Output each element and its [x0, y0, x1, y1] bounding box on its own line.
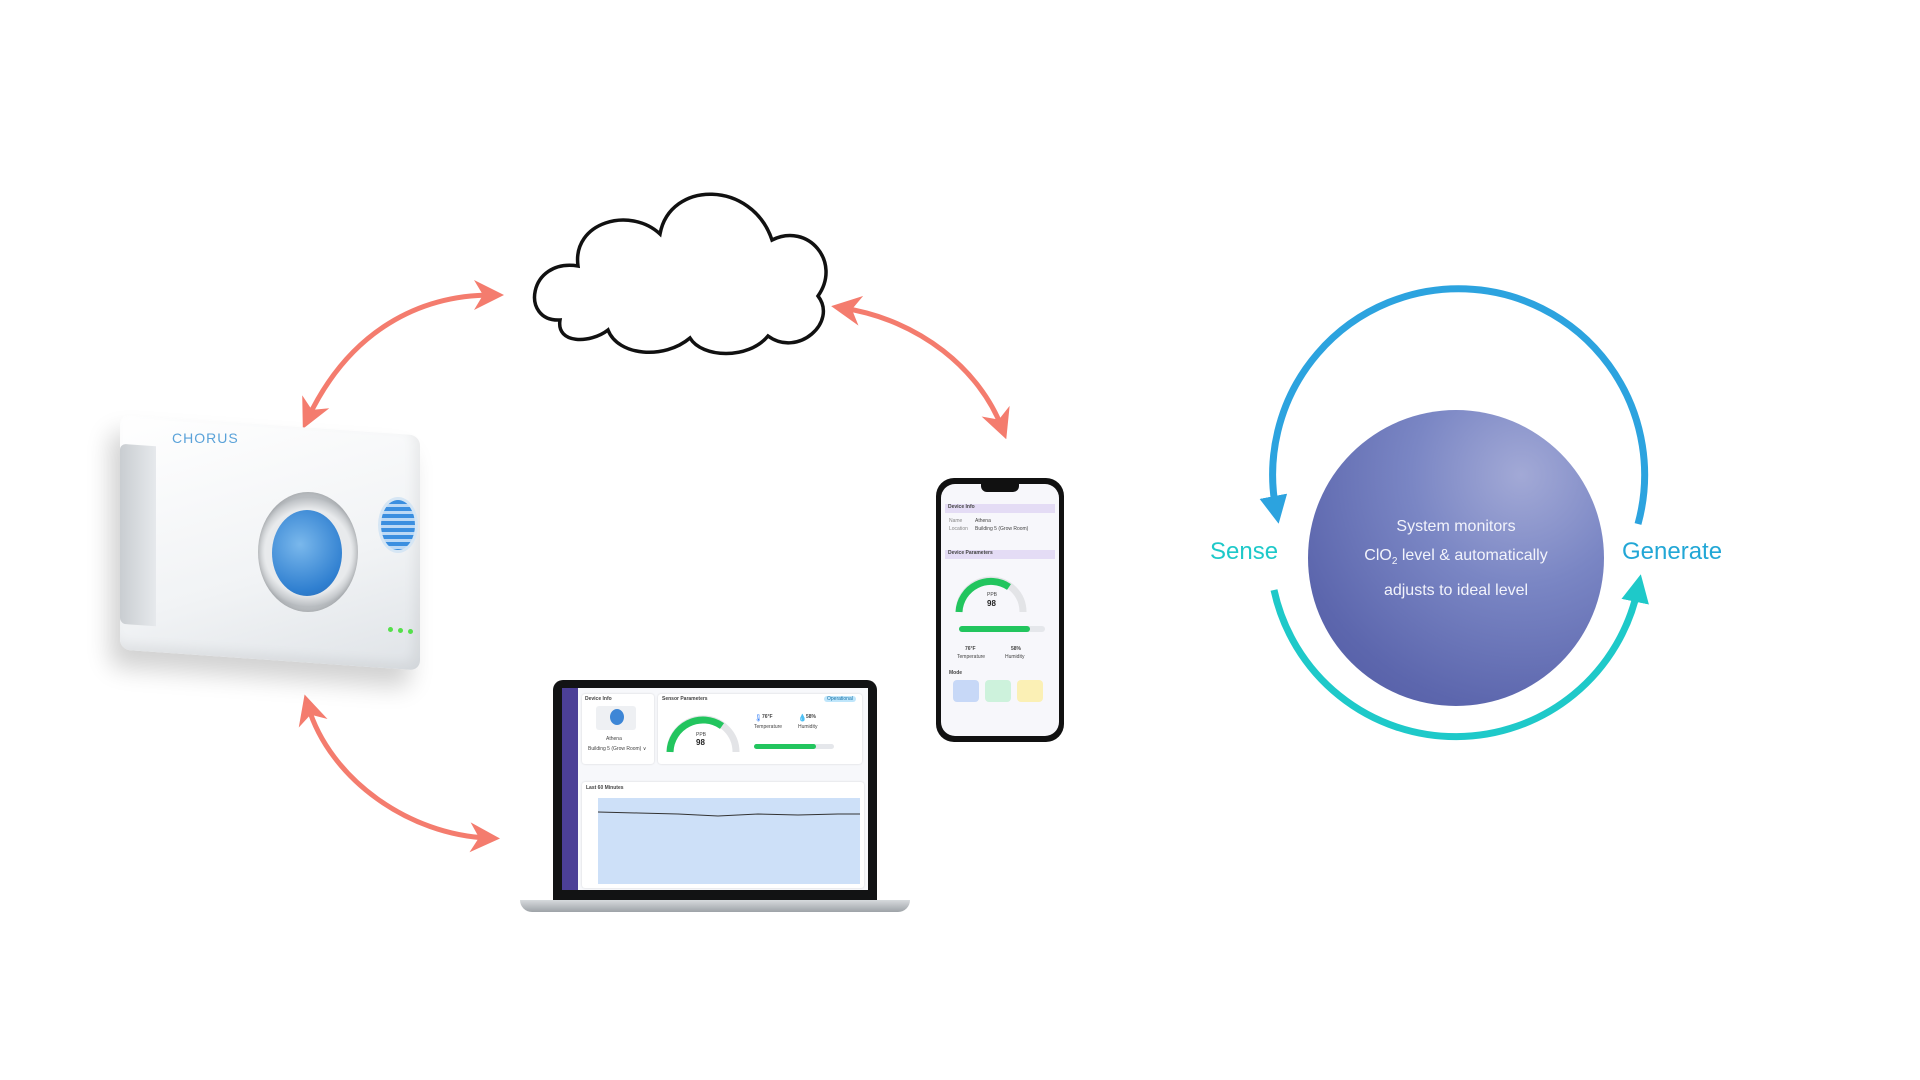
device-info-card: Device Info Athena Building 5 (Grow Room…: [582, 694, 654, 764]
system-description: System monitors ClO2 level & automatical…: [1318, 512, 1594, 605]
cloud-phone-arrow: [831, 295, 1010, 440]
phone-temperature-label: Temperature: [957, 654, 986, 660]
phone-notch: [981, 484, 1019, 492]
mode-button[interactable]: [1017, 680, 1043, 702]
sense-cycle-arrow: [1259, 285, 1649, 525]
status-led: [408, 629, 413, 634]
temperature-label: Temperature: [754, 724, 783, 730]
generate-label: Generate: [1622, 538, 1723, 565]
phone-humidity-label: Humidity: [1005, 654, 1025, 660]
level-progress-fill: [754, 744, 817, 749]
phone-location-value: Building 5 (Grow Room): [975, 526, 1029, 532]
history-chart-area: [597, 798, 860, 884]
system-core-circle: [1308, 410, 1604, 706]
phone-screen: Device Info Name Athena Location Buildin…: [941, 484, 1059, 736]
phone-progress-track: [959, 626, 1045, 632]
clo2-subscript: 2: [1391, 556, 1398, 568]
level-progress-track: [754, 744, 834, 749]
clo2-formula: ClO: [1364, 547, 1392, 564]
gauge-unit: PPB: [696, 732, 707, 738]
description-line-3: adjusts to ideal level: [1383, 582, 1529, 600]
sensor-parameters-card: Sensor Parameters Operational PPB 98 🌡 7…: [658, 694, 862, 764]
laptop-display: Device Info Athena Building 5 (Grow Room…: [562, 688, 868, 890]
status-led: [398, 628, 403, 633]
phone-name-label: Name: [949, 518, 963, 524]
humidity-icon: 💧: [798, 715, 807, 722]
thermometer-icon: 🌡: [754, 715, 763, 722]
status-chip: Operational: [824, 696, 856, 702]
device-brand-logo: CHORUS: [172, 430, 239, 446]
phone-ppb-gauge: [955, 576, 1027, 613]
cloud-icon: [532, 192, 828, 356]
phone-device-info-title: Device Info: [948, 504, 975, 510]
device-thumbnail-dial: [610, 709, 624, 725]
status-led: [388, 627, 393, 632]
phone-progress-fill: [959, 626, 1030, 632]
phone-temperature-value: 76°F: [965, 646, 976, 652]
temperature-value: 76°F: [762, 714, 773, 720]
phone-gauge-unit: PPB: [987, 592, 998, 598]
mode-button[interactable]: [985, 680, 1011, 702]
humidity-label: Humidity: [798, 724, 818, 730]
phone-humidity-value: 58%: [1011, 646, 1022, 652]
generate-cycle-arrow: [1270, 574, 1649, 741]
device-dial: [272, 510, 342, 596]
history-chart-line: [597, 811, 860, 817]
chart-title: Last 60 Minutes: [586, 785, 624, 791]
device-laptop-arrow: [298, 694, 500, 853]
phone-device-info-header: Device Info: [945, 504, 1055, 513]
phone-name-value: Athena: [975, 518, 991, 524]
device-info-title: Device Info: [585, 696, 612, 702]
gauge-value: 98: [696, 738, 705, 747]
app-sidebar: [562, 688, 578, 890]
phone-params-header: Device Parameters: [945, 550, 1055, 559]
device-vent: [378, 497, 418, 553]
sense-label: Sense: [1210, 538, 1279, 565]
description-line-1: System monitors: [1396, 518, 1516, 535]
mode-button[interactable]: [953, 680, 979, 702]
phone-mode-title: Mode: [949, 670, 963, 676]
phone-location-label: Location: [949, 526, 968, 532]
device-name: Athena: [606, 736, 622, 742]
ppb-gauge: [666, 715, 740, 753]
description-line-2-text: level & automatically: [1397, 547, 1548, 564]
phone-params-title: Device Parameters: [948, 550, 993, 556]
phone-gauge-value: 98: [987, 599, 996, 608]
description-line-2: ClO2 level & automatically: [1318, 541, 1594, 576]
device-cloud-arrow: [302, 280, 504, 429]
params-title: Sensor Parameters: [662, 696, 708, 702]
laptop-base: [520, 900, 910, 912]
humidity-value: 58%: [806, 714, 817, 720]
device-location: Building 5 (Grow Room) ∨: [588, 746, 647, 752]
